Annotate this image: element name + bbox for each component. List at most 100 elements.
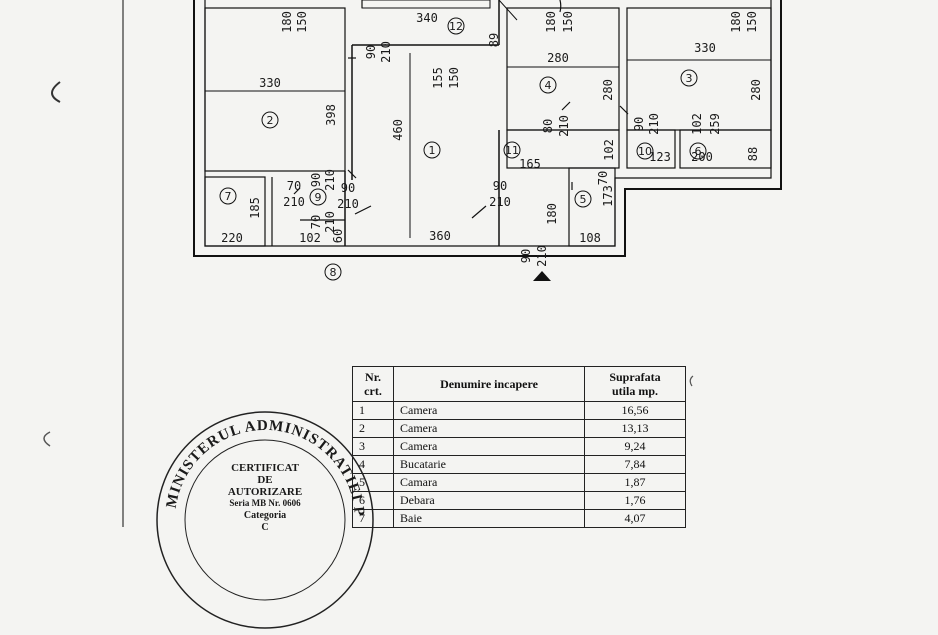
room-number-6: 6 [689,142,707,160]
dimension-label: 173 [601,185,615,207]
svg-text:1: 1 [429,144,436,157]
dimension-label: 210 [323,211,337,233]
dimension-label: 80 [541,119,555,133]
dimension-label: 108 [579,231,601,245]
dimension-label: 60 [331,229,345,243]
dimension-label: 398 [324,104,338,126]
room-number-2: 2 [261,111,279,129]
dimension-label: 102 [602,139,616,161]
door-marks [293,57,629,219]
dimension-label: 210 [647,113,661,135]
stamp-line4: Seria MB Nr. 0606 [229,498,301,508]
dimension-label: 180 [280,11,294,33]
room-number-10: 10 [636,142,654,160]
cell-area: 16,56 [584,401,686,420]
binder-mark [689,375,694,387]
dimension-label: 210 [535,245,549,267]
room-number-9: 9 [309,188,327,206]
dimension-label: 150 [295,11,309,33]
header-name: Denumire incapere [393,366,585,402]
dimension-label: 210 [489,195,511,209]
svg-text:11: 11 [505,144,519,157]
svg-text:10: 10 [638,145,652,158]
dimension-label: 88 [746,147,760,161]
authorization-stamp: MINISTERUL ADMINISTRATIEI PUBLICE CERTIF… [150,405,374,629]
cell-area: 1,87 [584,473,686,492]
dimension-label: 90 [364,45,378,59]
svg-text:5: 5 [580,193,587,206]
entrance-marker [533,271,551,281]
cell-name: Camera [393,437,585,456]
stamp-line3: AUTORIZARE [228,486,302,498]
header-nr: Nr.crt. [352,366,394,402]
svg-text:8: 8 [330,266,337,279]
dimension-label: 165 [519,157,541,171]
dimension-label: 102 [299,231,321,245]
dimension-label: 90 [309,173,323,187]
dimension-label: 360 [429,229,451,243]
dimension-label: 90 [493,179,507,193]
dimension-label: 210 [337,197,359,211]
dimension-label: 150 [745,11,759,33]
dimension-label: 280 [749,79,763,101]
dimension-label: 210 [283,195,305,209]
room-number-4: 4 [539,76,557,94]
cell-area: 1,76 [584,491,686,510]
dimension-label: 180 [545,203,559,225]
dimension-label: 330 [694,41,716,55]
dimension-label: 280 [601,79,615,101]
dimension-label: 90 [341,181,355,195]
stamp-line1: CERTIFICAT [231,462,300,474]
dimension-label: 220 [221,231,243,245]
dimension-label: 90 [519,249,533,263]
room-number-12: 12 [447,17,465,35]
dimension-label: 150 [561,11,575,33]
dimension-label: 210 [323,169,337,191]
stamp-line5: Categoria [244,510,286,521]
stamp-line6: C [261,522,268,533]
dimension-label: 330 [259,76,281,90]
cell-name: Camera [393,419,585,438]
dimension-label: 70 [309,215,323,229]
dimension-label: 210 [557,115,571,137]
dimension-label: 89 [487,33,501,47]
room-number-7: 7 [219,187,237,205]
dimension-label: 90 [632,117,646,131]
stamp-line2: DE [257,474,272,486]
cell-area: 7,84 [584,455,686,474]
room-number-8: 8 [324,263,342,281]
room-number-11: 11 [503,141,521,159]
binder-mark [51,81,61,103]
cell-area: 9,24 [584,437,686,456]
cell-name: Camera [393,401,585,420]
dimension-label: 180 [544,11,558,33]
room-number-1: 1 [423,141,441,159]
dimension-label: 259 [708,113,722,135]
dimension-label: 210 [379,41,393,63]
cell-area: 4,07 [584,509,686,528]
dimension-label: 102 [690,113,704,135]
svg-text:9: 9 [315,191,322,204]
dimension-label: 340 [416,11,438,25]
walls [193,0,782,257]
dimension-label: 155 [431,67,445,89]
svg-text:12: 12 [449,20,463,33]
svg-text:3: 3 [686,72,693,85]
cell-name: Baie [393,509,585,528]
dimension-label: 70 [596,171,610,185]
dimension-label: 280 [547,51,569,65]
cell-name: Camara [393,473,585,492]
dimension-label: 70 [287,179,301,193]
svg-text:4: 4 [545,79,552,92]
